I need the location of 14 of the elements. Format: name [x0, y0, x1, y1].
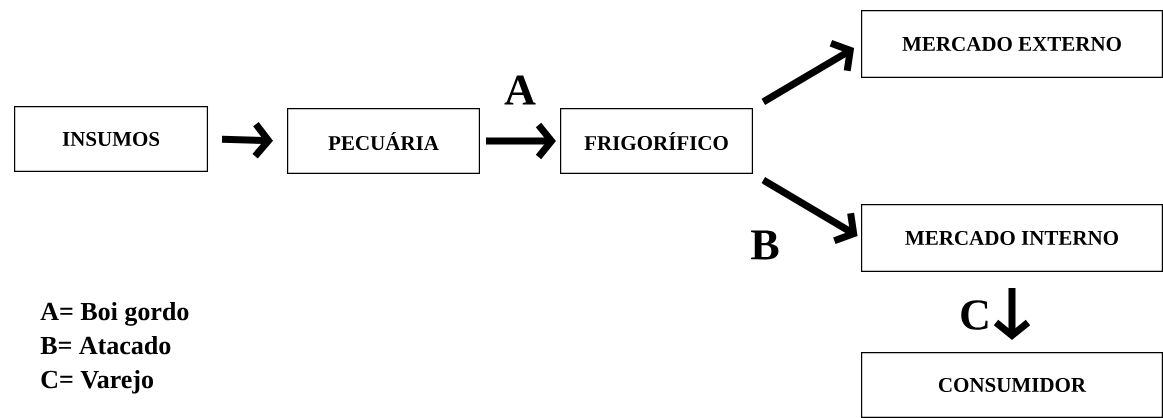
process-box: INSUMOS — [14, 106, 208, 172]
process-box: FRIGORÍFICO — [560, 108, 753, 174]
legend-note: B= Atacado — [40, 335, 171, 355]
edge-label: C — [958, 299, 992, 331]
process-box: MERCADO EXTERNO — [861, 10, 1163, 78]
process-box: PECUÁRIA — [287, 108, 480, 174]
legend-note: C= Varejo — [41, 369, 153, 394]
legend-note: A= Boi gordo — [40, 301, 189, 326]
edge-label: A — [503, 74, 537, 106]
arrow — [761, 177, 858, 245]
edge-label: B — [749, 229, 781, 261]
process-box: CONSUMIDOR — [861, 352, 1163, 418]
process-box: MERCADO INTERNO — [861, 204, 1163, 272]
arrow — [761, 39, 855, 105]
